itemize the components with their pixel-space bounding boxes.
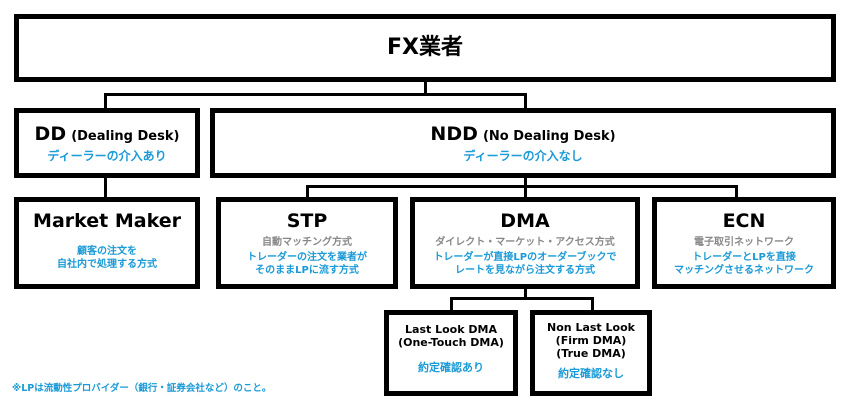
connector-to-stp [306,185,309,198]
dd-title: DD [34,122,67,145]
stp-desc-line1: トレーダーの注文を業者が [247,251,367,263]
non-last-look-line1: Non Last Look [547,321,635,334]
ecn-desc-line2: マッチングさせるネットワーク [674,265,814,277]
non-last-look-dma-box: Non Last Look (Firm DMA) (True DMA) 約定確認… [530,310,652,396]
last-look-line1: Last Look DMA [405,323,497,336]
connector-to-last-look [450,297,453,310]
dma-desc-line1: トレーダーが直接LPのオーダーブックで [433,251,617,263]
last-look-dma-box: Last Look DMA (One-Touch DMA) 約定確認あり [384,310,518,396]
connector-dma-down [524,288,527,298]
market-maker-box: Market Maker 顧客の注文を 自社内で処理する方式 [14,197,200,289]
connector-to-ndd [524,93,527,109]
connector-to-dma [524,185,527,198]
market-maker-desc-line1: 顧客の注文を [77,245,137,257]
non-last-look-line3: (True DMA) [556,347,626,361]
non-last-look-line2: (Firm DMA) [555,334,627,348]
ndd-box: NDD (No Dealing Desk) ディーラーの介入なし [210,108,836,178]
connector-ndd-down [524,176,527,186]
stp-title: STP [286,210,328,232]
dd-box: DD (Dealing Desk) ディーラーの介入あり [14,108,200,178]
market-maker-desc-line2: 自社内で処理する方式 [57,259,157,271]
dma-subtitle: ダイレクト・マーケット・アクセス方式 [435,236,615,248]
connector-level2-bar [306,185,738,188]
dma-title: DMA [500,210,550,232]
connector-root-down [424,80,427,94]
connector-to-non-last-look [591,297,594,310]
dma-box: DMA ダイレクト・マーケット・アクセス方式 トレーダーが直接LPのオーダーブッ… [410,197,640,289]
dd-paren: (Dealing Desk) [71,128,180,144]
ecn-box: ECN 電子取引ネットワーク トレーダーとLPを直接 マッチングさせるネットワー… [652,197,836,289]
fx-broker-root-box: FX業者 [14,14,836,82]
ecn-subtitle: 電子取引ネットワーク [694,236,794,248]
connector-dd-to-mm [104,176,107,198]
connector-to-ecn [735,185,738,198]
ndd-title: NDD [430,122,478,145]
root-title: FX業者 [387,34,463,60]
ecn-title: ECN [722,210,766,232]
footnote: ※LPは流動性プロバイダー（銀行・証券会社など）のこと。 [12,383,272,394]
dd-title-row: DD (Dealing Desk) [35,123,180,146]
last-look-status: 約定確認あり [418,361,484,375]
ndd-title-row: NDD (No Dealing Desk) [430,123,615,146]
ndd-paren: (No Dealing Desk) [482,128,616,144]
connector-level3-bar [450,297,594,300]
connector-level1-bar [104,93,527,96]
ndd-subtitle: ディーラーの介入なし [463,148,583,163]
market-maker-title: Market Maker [33,210,181,232]
connector-to-dd [104,93,107,109]
dd-subtitle: ディーラーの介入あり [47,148,167,163]
stp-subtitle: 自動マッチング方式 [262,236,352,248]
dma-desc-line2: レートを見ながら注文する方式 [455,265,595,277]
last-look-line2: (One-Touch DMA) [398,336,504,350]
stp-box: STP 自動マッチング方式 トレーダーの注文を業者が そのままLPに流す方式 [216,197,398,289]
stp-desc-line2: そのままLPに流す方式 [255,265,359,277]
non-last-look-status: 約定確認なし [558,366,624,380]
ecn-desc-line1: トレーダーとLPを直接 [692,251,796,263]
